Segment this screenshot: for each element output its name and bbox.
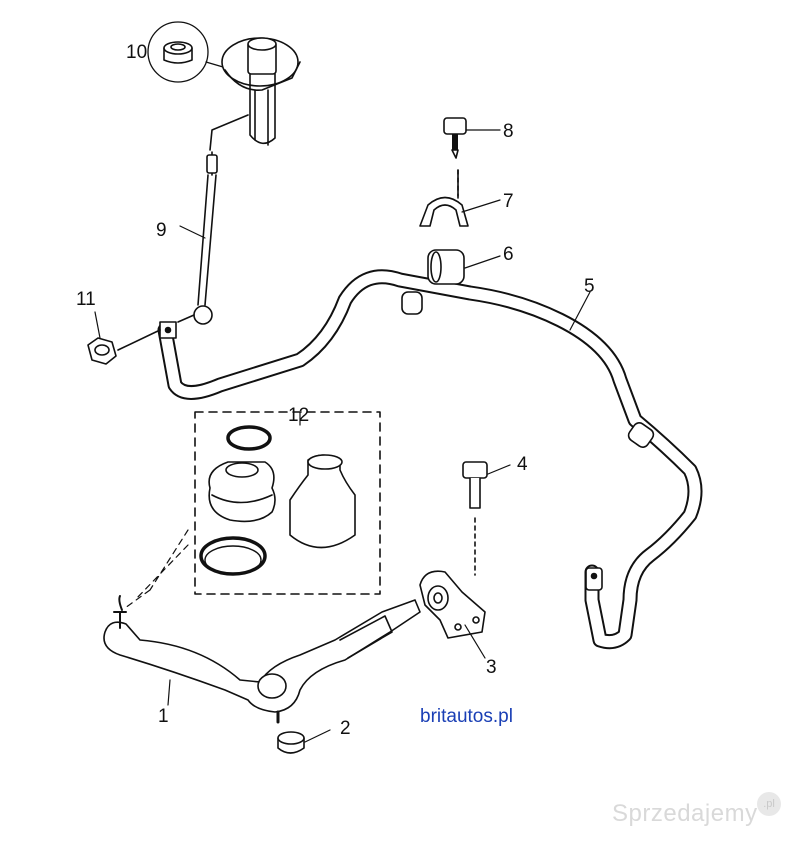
rear-bushing-bracket	[419, 570, 486, 639]
callout-5: 5	[584, 276, 595, 297]
lower-control-arm	[103, 595, 421, 724]
callout-11: 11	[76, 289, 96, 310]
brand-text: britautos.pl	[420, 706, 513, 727]
clamp-bush-bolt	[419, 117, 469, 285]
callout-8: 8	[503, 121, 514, 142]
callout-9: 9	[156, 220, 167, 241]
callout-3: 3	[486, 657, 497, 678]
anti-roll-bar	[157, 269, 703, 650]
leader-lines	[94, 129, 591, 743]
callout-7: 7	[503, 191, 514, 212]
bolt-part-4	[462, 461, 488, 576]
callout-4: 4	[517, 454, 528, 475]
callout-10: 10	[126, 42, 147, 63]
nut-part-11	[87, 329, 161, 365]
watermark-text: Sprzedajemy	[612, 800, 758, 827]
bushing-kit	[124, 411, 381, 609]
drop-link	[177, 151, 218, 325]
bush-part-2	[277, 731, 305, 754]
callout-2: 2	[340, 718, 351, 739]
watermark-badge: .pl	[757, 792, 781, 816]
callout-12: 12	[288, 405, 309, 426]
strut-mount	[209, 37, 301, 151]
callout-1: 1	[158, 706, 169, 727]
callout-6: 6	[503, 244, 514, 265]
